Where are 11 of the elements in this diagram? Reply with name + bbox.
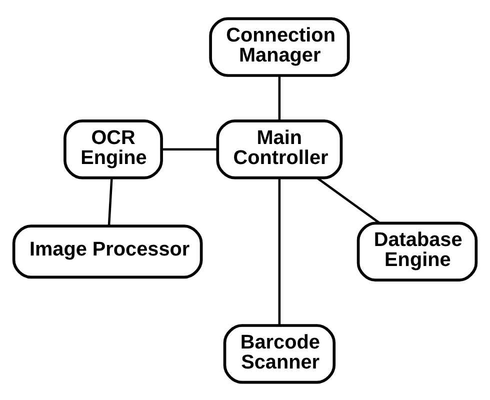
node-box: OCR Engine (64, 119, 163, 179)
node-box: Main Controller (216, 119, 343, 179)
node-box: Barcode Scanner (223, 324, 336, 384)
connector (108, 177, 113, 226)
connector (162, 148, 218, 150)
connector (278, 177, 281, 325)
node-box: Database Engine (356, 221, 478, 281)
connector (316, 176, 380, 224)
node-box: Image Processor (12, 224, 203, 278)
node-box: Connection Manager (209, 16, 350, 76)
connector (278, 75, 281, 120)
